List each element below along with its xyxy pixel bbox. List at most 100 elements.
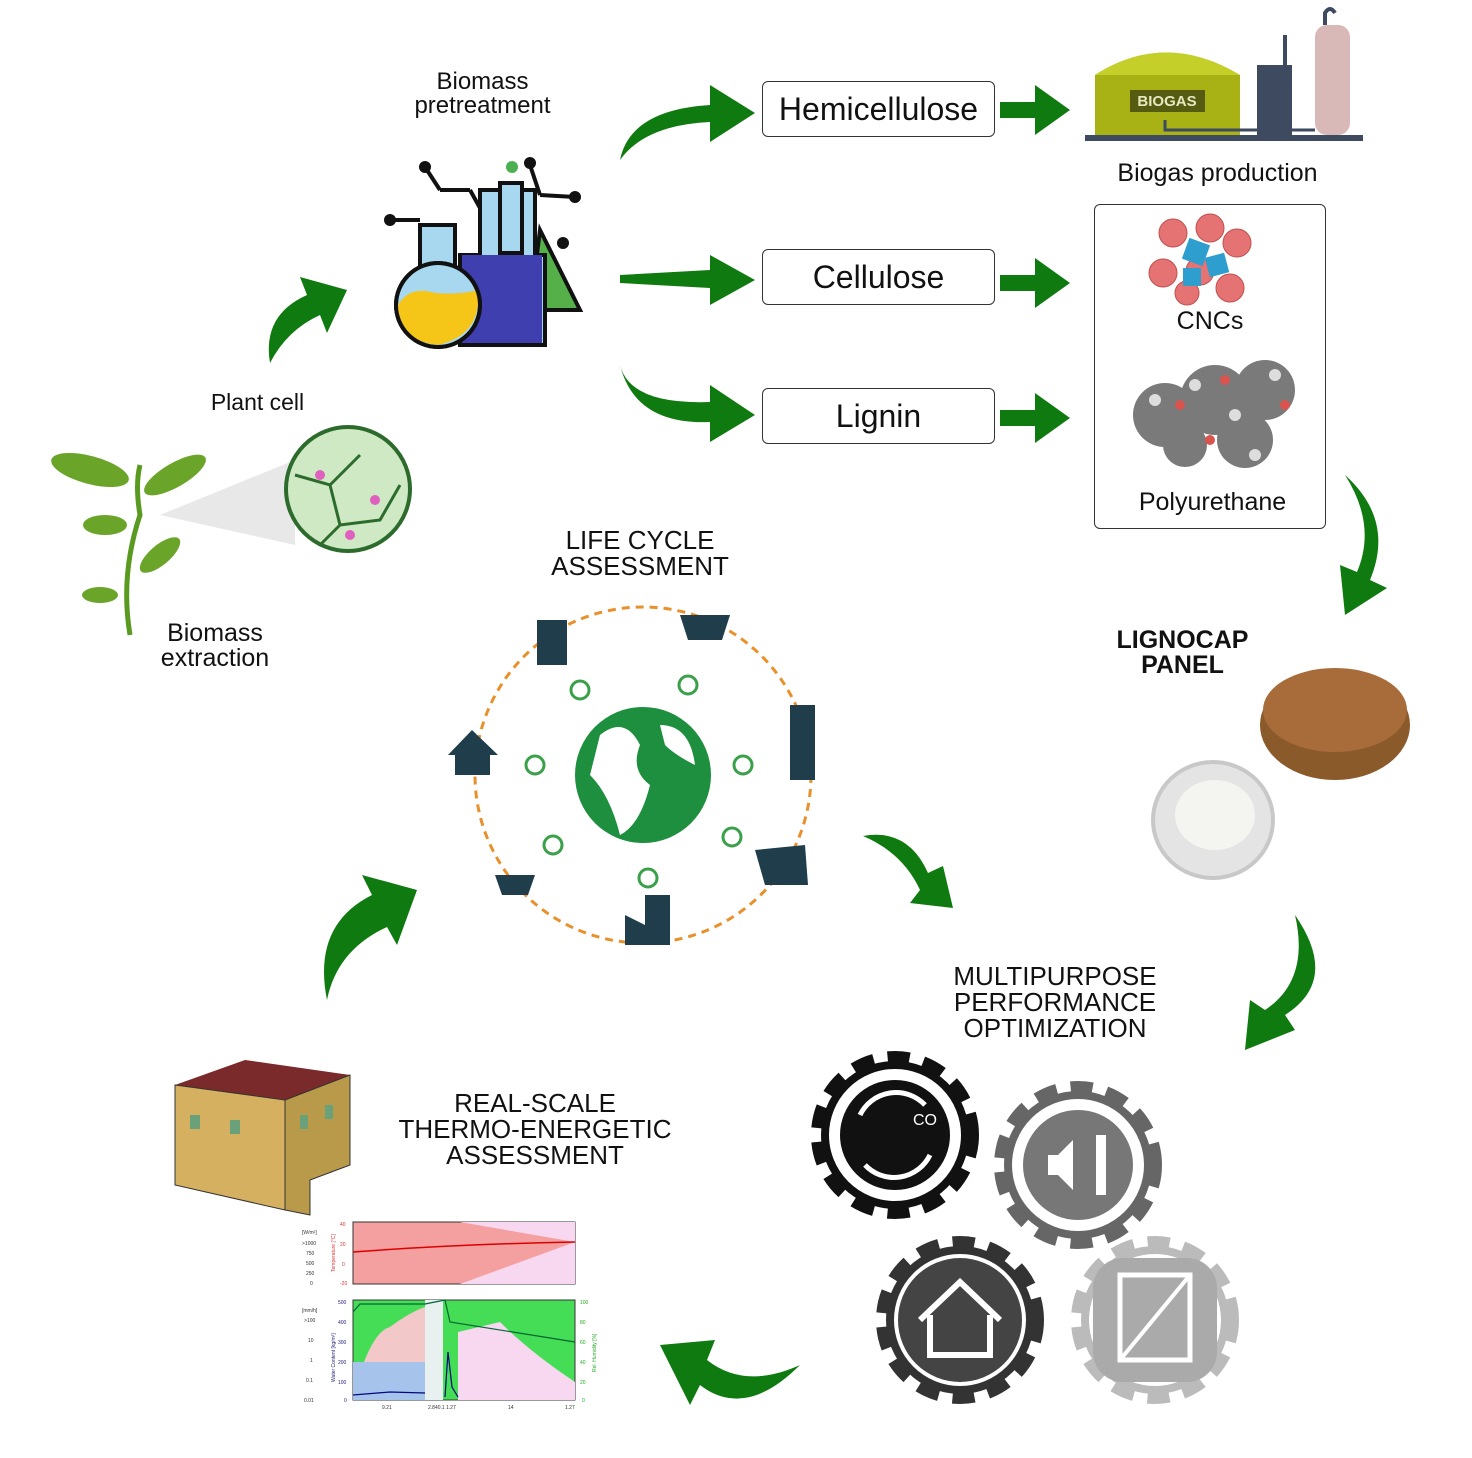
thermo-assessment-label: REAL-SCALE THERMO-ENERGETIC ASSESSMENT xyxy=(380,1090,690,1168)
ship-icon xyxy=(495,875,535,895)
bottom-tick: 200 xyxy=(338,1360,347,1366)
optimization-label: MULTIPURPOSE PERFORMANCE OPTIMIZATION xyxy=(935,963,1175,1041)
curved-arrow-right-down-icon xyxy=(863,834,953,908)
recycle-icon xyxy=(721,826,743,848)
optimization-line3: OPTIMIZATION xyxy=(963,1013,1147,1043)
left-tick: 750 xyxy=(306,1251,315,1257)
panel-label-line2: PANEL xyxy=(1141,651,1224,679)
top-tick: 40 xyxy=(340,1222,346,1228)
right-tick: 20 xyxy=(580,1380,586,1386)
biomass-extraction-label: Biomass extraction xyxy=(140,621,290,671)
x-tick: 2.840.1 xyxy=(428,1405,445,1411)
bottom-tick: 0 xyxy=(344,1398,347,1404)
bottom-left-unit: [mm/h] xyxy=(302,1308,318,1314)
curved-arrow-down-icon xyxy=(1340,475,1387,615)
arrow-to-cncs-icon xyxy=(1000,258,1070,308)
recycle-icon xyxy=(732,754,754,776)
plant-cell-label: Plant cell xyxy=(210,389,305,415)
arrow-to-lignin-icon xyxy=(620,365,755,442)
extraction-line2: extraction xyxy=(160,644,270,672)
acoustic-gear-icon xyxy=(1000,1087,1156,1243)
biogas-production-label: Biogas production xyxy=(1117,159,1318,187)
optimization-line2: PERFORMANCE xyxy=(953,987,1157,1017)
left-tick: 250 xyxy=(306,1271,315,1277)
polyurethane-label: Polyurethane xyxy=(1138,488,1287,516)
top-left-unit: [W/m²] xyxy=(302,1230,317,1236)
house-icon xyxy=(448,730,498,775)
plant-and-cell-image xyxy=(51,425,412,636)
thermo-line1: REAL-SCALE xyxy=(454,1088,616,1118)
lignin-box: Lignin xyxy=(762,388,995,444)
curved-arrow-down-left-icon xyxy=(1245,915,1316,1050)
farmer-icon xyxy=(790,705,815,780)
optimization-gears: CO xyxy=(800,1040,1260,1430)
bottom-tick: 400 xyxy=(338,1320,347,1326)
cncs-molecule-icon xyxy=(1148,213,1252,306)
top-tick: 20 xyxy=(340,1242,346,1248)
bottom-tick: 300 xyxy=(338,1340,347,1346)
left-tick: 10 xyxy=(308,1338,314,1344)
left-tick: 1 xyxy=(310,1358,313,1364)
right-tick: 60 xyxy=(580,1340,586,1346)
bottom-tick: 100 xyxy=(338,1380,347,1386)
top-ylabel: Temperature [°C] xyxy=(331,1234,337,1272)
x-tick: 1.27 xyxy=(565,1405,575,1411)
recycle-icon xyxy=(677,674,699,696)
arrow-to-polyurethane-icon xyxy=(1000,393,1070,443)
top-tick: 0 xyxy=(342,1262,345,1268)
co2-label: CO xyxy=(913,1112,937,1129)
left-tick: 0.01 xyxy=(304,1398,314,1404)
x-tick: 9.21 xyxy=(382,1405,392,1411)
panel-samples-image xyxy=(1151,668,1410,880)
right-ylabel: Rel. Humidity [%] xyxy=(592,1333,598,1372)
thermal-gear-icon xyxy=(1077,1242,1233,1398)
curved-arrow-up-to-pretreatment-icon xyxy=(268,277,347,363)
factory-icon xyxy=(625,895,670,945)
cow-icon xyxy=(755,845,808,885)
right-tick: 0 xyxy=(582,1398,585,1404)
recycle-icon xyxy=(569,679,591,701)
biogas-tank-label: BIOGAS xyxy=(1137,93,1196,110)
thermo-line2: THERMO-ENERGETIC xyxy=(398,1114,672,1144)
recycle-icon xyxy=(637,867,659,889)
panel-label-line1: LIGNOCAP xyxy=(1116,626,1249,654)
trash-icon xyxy=(537,620,567,665)
recycle-icon xyxy=(542,834,564,856)
co2-gear-icon: CO xyxy=(817,1057,973,1213)
recycle-icon xyxy=(524,754,546,776)
arrow-to-biogas-icon xyxy=(1000,85,1070,135)
right-tick: 80 xyxy=(580,1320,586,1326)
cellulose-label: Cellulose xyxy=(812,258,945,295)
products-box xyxy=(1094,204,1326,529)
thermo-line3: ASSESSMENT xyxy=(446,1140,624,1170)
bottom-tick: 500 xyxy=(338,1300,347,1306)
building-model-image xyxy=(174,1060,351,1216)
pretreatment-label-line2: pretreatment xyxy=(414,92,551,119)
cncs-label: CNCs xyxy=(1176,307,1244,335)
left-tick: >100 xyxy=(304,1318,315,1324)
fraction-output-arrows xyxy=(1000,85,1070,443)
curved-arrow-left-icon xyxy=(660,1340,800,1405)
mining-cart-icon xyxy=(680,615,730,640)
globe-icon xyxy=(575,707,711,843)
x-tick: 14 xyxy=(508,1405,514,1411)
x-tick: 1.27 xyxy=(446,1405,456,1411)
lca-cycle xyxy=(448,605,815,945)
left-tick: 500 xyxy=(306,1261,315,1267)
comfort-home-gear-icon xyxy=(882,1242,1038,1398)
left-tick: 0.1 xyxy=(306,1378,313,1384)
lca-line2: ASSESSMENT xyxy=(551,551,729,581)
arrow-to-hemicellulose-icon xyxy=(620,85,755,160)
cellulose-box: Cellulose xyxy=(762,249,995,305)
split-arrows xyxy=(620,85,755,442)
biogas-plant-icon: BIOGAS xyxy=(1085,7,1363,141)
left-tick: 0 xyxy=(310,1281,313,1287)
optimization-line1: MULTIPURPOSE xyxy=(953,961,1157,991)
lca-label: LIFE CYCLE ASSESSMENT xyxy=(520,527,760,579)
extraction-line1: Biomass xyxy=(167,619,263,647)
curved-arrow-up-right-icon xyxy=(324,875,417,1000)
lignin-label: Lignin xyxy=(835,397,922,434)
top-tick: -20 xyxy=(340,1281,347,1287)
